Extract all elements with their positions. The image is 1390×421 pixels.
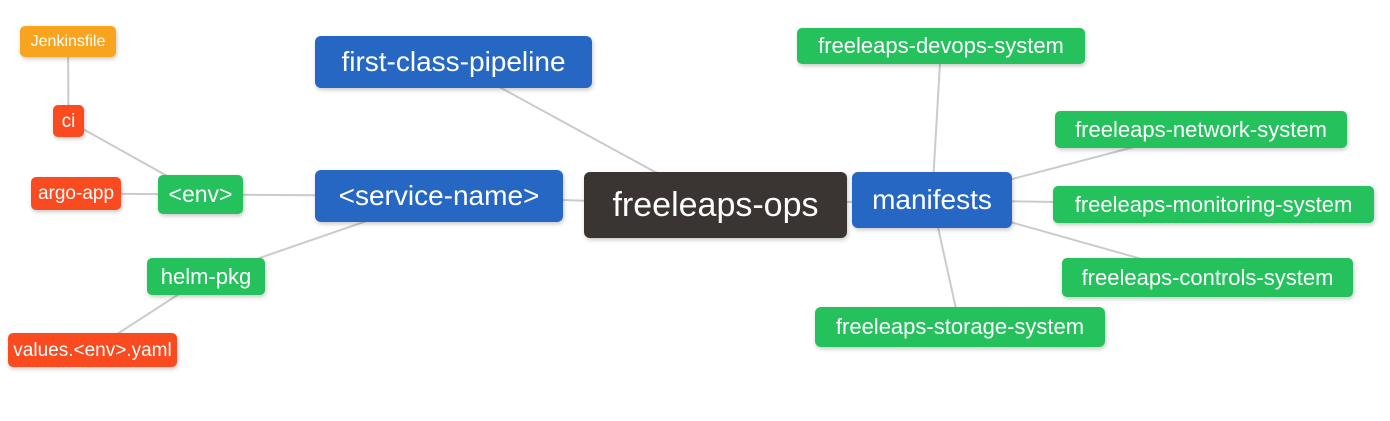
node-freeleaps-monitoring-system[interactable]: freeleaps-monitoring-system [1053, 186, 1374, 223]
node-freeleaps-ops[interactable]: freeleaps-ops [584, 172, 847, 238]
node-argo-app[interactable]: argo-app [31, 177, 121, 210]
node-manifests[interactable]: manifests [852, 172, 1012, 228]
node-freeleaps-network-system[interactable]: freeleaps-network-system [1055, 111, 1347, 148]
node-first-class-pipeline[interactable]: first-class-pipeline [315, 36, 592, 88]
node-freeleaps-storage-system[interactable]: freeleaps-storage-system [815, 307, 1105, 347]
node-values-env-yaml[interactable]: values.<env>.yaml [8, 333, 177, 367]
node-jenkinsfile[interactable]: Jenkinsfile [20, 26, 116, 57]
node-service-name[interactable]: <service-name> [315, 170, 563, 222]
node-env[interactable]: <env> [158, 175, 243, 214]
node-ci[interactable]: ci [53, 105, 84, 137]
node-freeleaps-controls-system[interactable]: freeleaps-controls-system [1062, 258, 1353, 297]
node-helm-pkg[interactable]: helm-pkg [147, 258, 265, 295]
node-freeleaps-devops-system[interactable]: freeleaps-devops-system [797, 28, 1085, 64]
